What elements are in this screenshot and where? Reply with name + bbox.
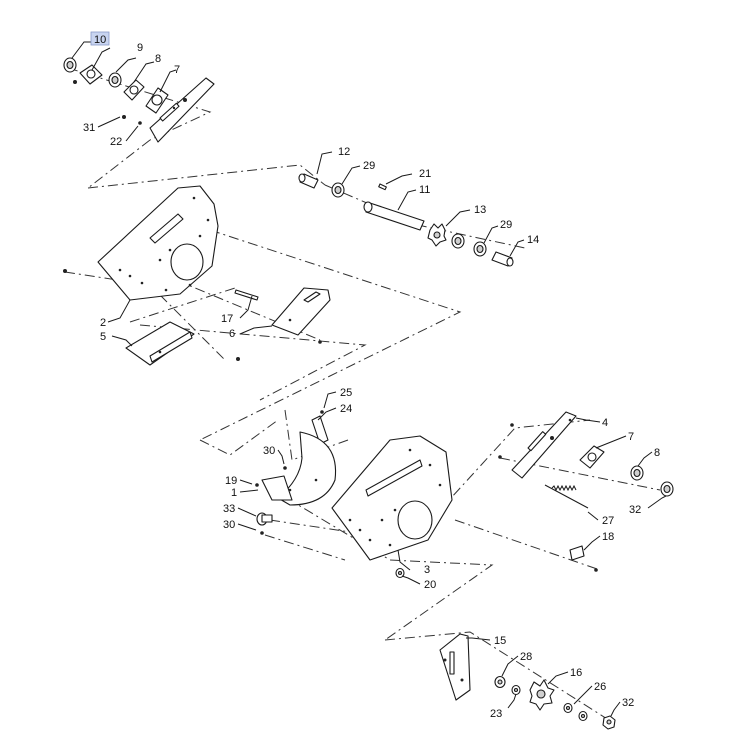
bolt-part-30b: [260, 531, 264, 535]
callout-30-upper[interactable]: 30: [263, 445, 275, 457]
callout-21[interactable]: 21: [419, 168, 431, 180]
callout-15[interactable]: 15: [494, 635, 506, 647]
plate-part-top: [149, 77, 215, 143]
callout-14[interactable]: 14: [527, 234, 539, 246]
callout-19[interactable]: 19: [225, 475, 237, 487]
spring-part-27: [544, 484, 589, 509]
clip-part-24: [311, 415, 329, 445]
callout-10[interactable]: 10: [94, 34, 106, 46]
key-part-21: [378, 183, 387, 191]
callout-17[interactable]: 17: [221, 313, 233, 325]
plate-part-4: [511, 411, 577, 479]
callout-8[interactable]: 8: [155, 53, 161, 65]
callout-30-lower[interactable]: 30: [223, 519, 235, 531]
callout-labels: 10 9 8 7 31 22 12 29 21 11 13 29 14 2 17…: [83, 31, 660, 720]
callout-10-highlight: [90, 31, 110, 46]
bearing-flange-part-9: [79, 64, 103, 85]
callout-24[interactable]: 24: [340, 403, 352, 415]
callout-27[interactable]: 27: [602, 515, 614, 527]
bracket-part-6: [271, 287, 331, 336]
bolt-part-18: [594, 568, 598, 572]
callout-3[interactable]: 3: [424, 564, 430, 576]
spacer-part-33: [256, 512, 273, 526]
nut-part-22: [138, 121, 142, 125]
group-center: [255, 410, 453, 579]
washer-part-20: [395, 567, 405, 579]
callout-23[interactable]: 23: [490, 708, 502, 720]
shaft-part-11: [363, 201, 425, 231]
bracket-part-18: [569, 545, 585, 561]
callout-20[interactable]: 20: [424, 579, 436, 591]
callout-6[interactable]: 6: [229, 328, 235, 340]
callout-11[interactable]: 11: [419, 184, 430, 196]
group-bottom: [439, 633, 616, 730]
callout-12[interactable]: 12: [338, 146, 350, 158]
sprocket-part-13: [427, 223, 447, 247]
callout-7[interactable]: 7: [174, 64, 180, 76]
callout-2[interactable]: 2: [100, 317, 106, 329]
bolt-part-5: [236, 357, 240, 361]
bearing-part-29b: [451, 233, 465, 249]
pin-part-14: [491, 251, 514, 267]
bearing-part-8-right: [630, 465, 644, 481]
group-top-left: [63, 57, 215, 143]
bolt-left: [63, 269, 67, 273]
side-plate-part-2: [97, 185, 219, 301]
callout-32-right[interactable]: 32: [629, 504, 641, 516]
plate-part-15: [439, 633, 471, 701]
callout-5[interactable]: 5: [100, 331, 106, 343]
bolt-part-30a: [283, 466, 287, 470]
sprocket-part-16: [529, 679, 555, 711]
callout-33[interactable]: 33: [223, 503, 235, 515]
flange-part-7-right: [579, 445, 605, 469]
callout-31[interactable]: 31: [83, 122, 95, 134]
bolt-part-31b: [122, 115, 126, 119]
bolt-part-4b: [498, 455, 502, 459]
callout-26[interactable]: 26: [594, 681, 606, 693]
group-left-plate: [63, 185, 331, 366]
callout-29-upper[interactable]: 29: [363, 160, 375, 172]
flange-part-7b: [145, 87, 169, 114]
callout-32-bottom[interactable]: 32: [622, 697, 634, 709]
callout-13[interactable]: 13: [474, 204, 486, 216]
pin-part-12: [298, 173, 319, 189]
bearing-part-29c: [473, 241, 487, 257]
callout-9[interactable]: 9: [137, 42, 143, 54]
washer-part-23: [511, 684, 521, 696]
shroud-part-1: [261, 431, 337, 506]
callout-1[interactable]: 1: [231, 487, 237, 499]
bolt-part-31: [73, 80, 77, 84]
bolt-part-4a: [510, 423, 514, 427]
bushing-part-32-right: [660, 481, 674, 497]
callout-25[interactable]: 25: [340, 387, 352, 399]
side-plate-part-3: [331, 435, 453, 561]
flange-part-7: [123, 79, 145, 101]
bolt-part-25: [320, 410, 324, 414]
leader-lines: [71, 41, 667, 717]
callout-22[interactable]: 22: [110, 136, 122, 148]
callout-28[interactable]: 28: [520, 651, 532, 663]
group-right: [498, 411, 674, 572]
nut-part-32-bottom: [602, 715, 616, 730]
group-shaft: [298, 173, 514, 267]
washer-part-26: [563, 702, 573, 714]
callout-4[interactable]: 4: [602, 417, 608, 429]
guard-part-5: [125, 321, 195, 366]
bearing-part-8: [108, 72, 122, 88]
bushing-part-10: [63, 57, 77, 73]
washer-part-26b: [578, 710, 588, 722]
pin-part-17: [234, 289, 259, 301]
bolt-part-6: [318, 340, 322, 344]
callout-18[interactable]: 18: [602, 531, 614, 543]
bolt-part-19: [255, 483, 259, 487]
callout-29-lower[interactable]: 29: [500, 219, 512, 231]
bearing-part-29a: [331, 182, 345, 198]
callout-8-right[interactable]: 8: [654, 447, 660, 459]
callout-16[interactable]: 16: [570, 667, 582, 679]
washer-part-28: [494, 675, 506, 689]
callout-7-right[interactable]: 7: [628, 431, 634, 443]
